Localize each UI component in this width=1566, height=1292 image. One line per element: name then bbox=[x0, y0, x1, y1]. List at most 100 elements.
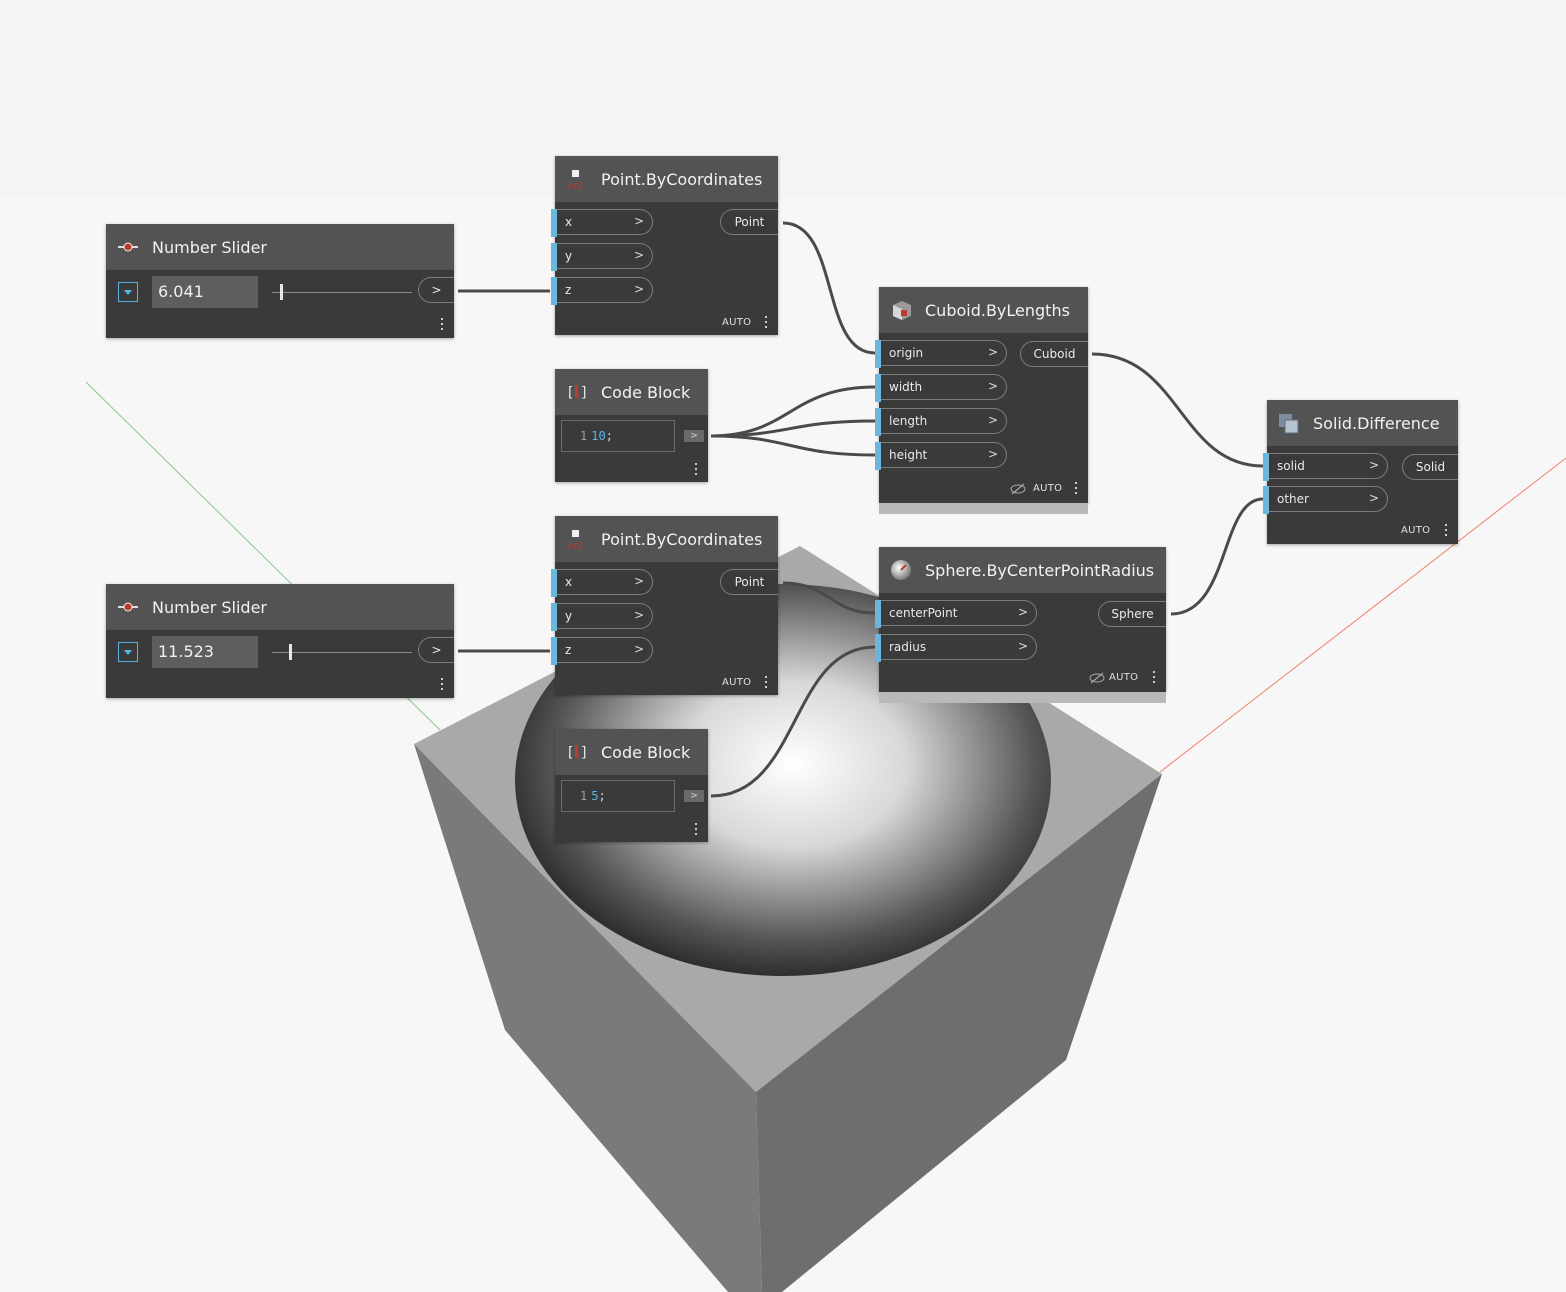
slider-settings-toggle[interactable] bbox=[118, 642, 138, 662]
slider-thumb[interactable] bbox=[280, 284, 284, 300]
node-header[interactable]: XYZ Point.ByCoordinates bbox=[555, 156, 778, 202]
input-port-x[interactable]: x> bbox=[551, 569, 653, 597]
preview-hidden-icon[interactable] bbox=[1010, 483, 1026, 495]
node-header[interactable]: [] Code Block bbox=[555, 729, 708, 775]
port-label: x bbox=[565, 215, 573, 229]
output-port-cuboid[interactable]: Cuboid bbox=[1020, 341, 1088, 367]
number-slider-node[interactable]: Number Slider 11.523 > bbox=[106, 584, 454, 698]
input-port-width[interactable]: width > bbox=[875, 374, 1007, 402]
viewport-sky bbox=[0, 0, 1566, 195]
run-mode-label[interactable]: AUTO bbox=[1109, 672, 1139, 683]
node-header[interactable]: Sphere.ByCenterPointRadius bbox=[879, 547, 1166, 593]
input-port-y[interactable]: y> bbox=[551, 243, 653, 271]
slider-track[interactable] bbox=[272, 652, 412, 653]
slider-settings-toggle[interactable] bbox=[118, 282, 138, 302]
cube-right-face bbox=[756, 774, 1162, 1292]
output-port-label: Solid bbox=[1415, 460, 1446, 474]
slider-thumb[interactable] bbox=[288, 644, 292, 660]
node-header[interactable]: Solid.Difference bbox=[1267, 400, 1458, 446]
node-title: Number Slider bbox=[152, 237, 267, 257]
cube-left-face bbox=[414, 744, 762, 1292]
node-header[interactable]: XYZ Point.ByCoordinates bbox=[555, 516, 778, 562]
output-port-solid[interactable]: Solid bbox=[1402, 454, 1458, 480]
port-label: centerPoint bbox=[889, 606, 958, 620]
code-value: 5 bbox=[591, 789, 599, 803]
input-port-z[interactable]: z> bbox=[551, 637, 653, 665]
sphere-icon bbox=[889, 558, 913, 582]
port-arrow: > bbox=[987, 379, 998, 393]
node-menu-button[interactable] bbox=[764, 316, 768, 330]
svg-text:]: ] bbox=[580, 385, 588, 401]
node-menu-button[interactable] bbox=[1152, 671, 1156, 685]
port-label: length bbox=[889, 414, 928, 428]
output-port-sphere[interactable]: Sphere bbox=[1098, 601, 1166, 627]
output-port[interactable]: > bbox=[684, 430, 704, 442]
node-title: Point.ByCoordinates bbox=[601, 169, 763, 189]
output-port-label: Sphere bbox=[1111, 607, 1154, 621]
input-port-origin[interactable]: origin> bbox=[875, 340, 1007, 368]
run-mode-label[interactable]: AUTO bbox=[722, 677, 752, 688]
point-xyz-icon: XYZ bbox=[565, 527, 589, 551]
node-menu-button[interactable] bbox=[694, 823, 698, 837]
run-mode-label[interactable]: AUTO bbox=[1033, 483, 1063, 494]
port-arrow: > bbox=[633, 282, 644, 296]
output-port[interactable]: > bbox=[418, 277, 454, 303]
output-port-point[interactable]: Point bbox=[720, 209, 778, 235]
slider-value-field[interactable]: 11.523 bbox=[152, 636, 258, 668]
node-header[interactable]: Number Slider bbox=[106, 584, 454, 630]
node-menu-button[interactable] bbox=[1074, 482, 1078, 496]
svg-text:[: [ bbox=[566, 385, 574, 401]
line-number: 1 bbox=[580, 789, 588, 803]
port-label: width bbox=[889, 380, 923, 394]
input-port-z[interactable]: z> bbox=[551, 277, 653, 305]
input-port-centerpoint[interactable]: centerPoint> bbox=[875, 600, 1037, 628]
output-port-label: Point bbox=[734, 575, 765, 589]
node-menu-button[interactable] bbox=[694, 463, 698, 477]
sphere-by-center-point-radius-node[interactable]: Sphere.ByCenterPointRadius centerPoint> … bbox=[875, 547, 1166, 703]
node-title: Code Block bbox=[601, 382, 691, 402]
output-port[interactable]: > bbox=[684, 790, 704, 802]
input-port-height[interactable]: height> bbox=[875, 442, 1007, 470]
port-arrow: > bbox=[987, 447, 998, 461]
node-header[interactable]: Cuboid.ByLengths bbox=[879, 287, 1088, 333]
slider-value-field[interactable]: 6.041 bbox=[152, 276, 258, 308]
port-arrow: > bbox=[633, 642, 644, 656]
node-preview-bar[interactable] bbox=[879, 503, 1088, 514]
run-mode-label[interactable]: AUTO bbox=[1401, 525, 1431, 536]
cuboid-by-lengths-node[interactable]: Cuboid.ByLengths origin> width> length> … bbox=[875, 287, 1088, 514]
output-port-point[interactable]: Point bbox=[720, 569, 778, 595]
node-preview-bar[interactable] bbox=[879, 692, 1166, 703]
code-block-icon: [] bbox=[565, 380, 589, 404]
node-menu-button[interactable] bbox=[1444, 524, 1448, 538]
input-port-other[interactable]: other> bbox=[1263, 486, 1388, 514]
line-number: 1 bbox=[580, 429, 588, 443]
input-port-length[interactable]: length> bbox=[875, 408, 1007, 436]
input-port-y[interactable]: y> bbox=[551, 603, 653, 631]
point-by-coordinates-node[interactable]: XYZ Point.ByCoordinates x> y> z> Point A… bbox=[551, 516, 778, 695]
port-arrow: > bbox=[987, 345, 998, 359]
node-menu-button[interactable] bbox=[764, 676, 768, 690]
run-mode-label[interactable]: AUTO bbox=[722, 317, 752, 328]
number-slider-node[interactable]: Number Slider 6.041 > bbox=[106, 224, 454, 338]
input-port-radius[interactable]: radius> bbox=[875, 634, 1037, 662]
code-value: 10 bbox=[591, 429, 606, 443]
node-title: Code Block bbox=[601, 742, 691, 762]
node-menu-button[interactable] bbox=[440, 678, 444, 692]
output-port[interactable]: > bbox=[418, 637, 454, 663]
point-by-coordinates-node[interactable]: XYZ Point.ByCoordinates x> y> z> Point A… bbox=[551, 156, 778, 335]
port-label: y bbox=[565, 609, 573, 623]
preview-hidden-icon[interactable] bbox=[1089, 672, 1105, 684]
code-block-icon: [] bbox=[565, 740, 589, 764]
input-port-x[interactable]: x> bbox=[551, 209, 653, 237]
node-title: Number Slider bbox=[152, 597, 267, 617]
solid-difference-node[interactable]: Solid.Difference solid> other> Solid AUT… bbox=[1263, 400, 1458, 544]
input-port-solid[interactable]: solid> bbox=[1263, 453, 1388, 481]
node-header[interactable]: Number Slider bbox=[106, 224, 454, 270]
node-menu-button[interactable] bbox=[440, 318, 444, 332]
node-header[interactable]: [] Code Block bbox=[555, 369, 708, 415]
slider-track[interactable] bbox=[272, 292, 412, 293]
